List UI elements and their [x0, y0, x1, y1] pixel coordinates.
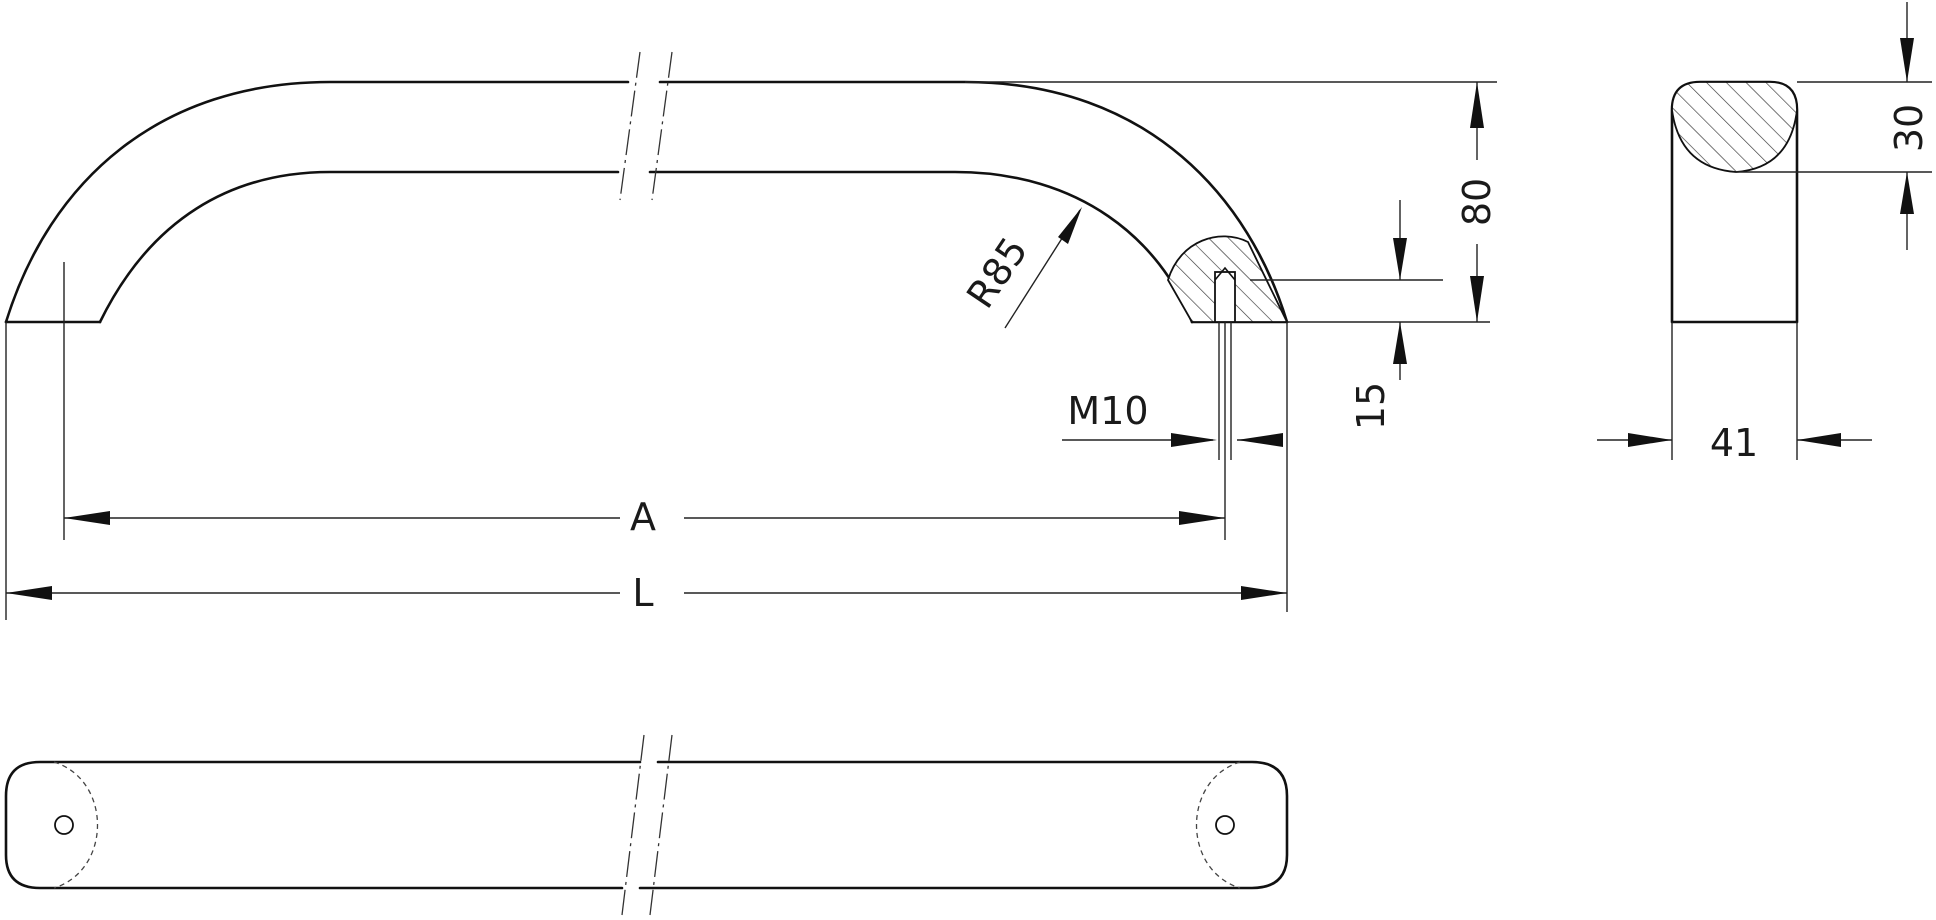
- dimension-insert-depth: 15: [1349, 200, 1407, 430]
- profile-section-hatch: [1671, 81, 1798, 173]
- dimension-l: L: [6, 571, 1287, 615]
- plan-outline-right: [638, 760, 1289, 890]
- threaded-insert: [1214, 271, 1236, 323]
- dimension-insert-depth-label: 15: [1349, 382, 1393, 430]
- dimension-thread-label: M10: [1067, 389, 1148, 433]
- dimension-thickness-label: 30: [1887, 104, 1931, 152]
- hidden-left-foot: [53, 761, 98, 889]
- plan-view: [4, 734, 1289, 916]
- plan-break-line-right: [649, 734, 673, 916]
- plan-break-line-left: [621, 734, 645, 916]
- hidden-right-foot: [1196, 761, 1241, 889]
- dimension-height-label: 80: [1455, 178, 1499, 226]
- handle-inner-contour: [98, 170, 1194, 324]
- plan-outline-left: [4, 760, 642, 890]
- dimension-height: 80: [1455, 82, 1499, 322]
- mounting-hole-right: [1215, 815, 1235, 835]
- mounting-hole-left: [54, 815, 74, 835]
- dimension-radius: R85: [958, 207, 1082, 329]
- break-line-right: [651, 51, 673, 201]
- dimension-a: A: [64, 495, 1225, 539]
- dimension-width-label: 41: [1710, 421, 1758, 465]
- dimension-a-label: A: [630, 495, 656, 539]
- dimension-l-label: L: [632, 571, 653, 615]
- front-view: A L R85 M10 80: [4, 51, 1499, 620]
- dimension-thickness: 30: [1887, 2, 1931, 250]
- handle-outer-contour: [4, 80, 1289, 324]
- dimension-thread: M10: [1062, 389, 1283, 447]
- side-view: 30 41: [1597, 2, 1932, 465]
- dimension-width: 41: [1597, 421, 1872, 465]
- break-line-left: [619, 51, 641, 201]
- dimension-radius-label: R85: [958, 229, 1036, 316]
